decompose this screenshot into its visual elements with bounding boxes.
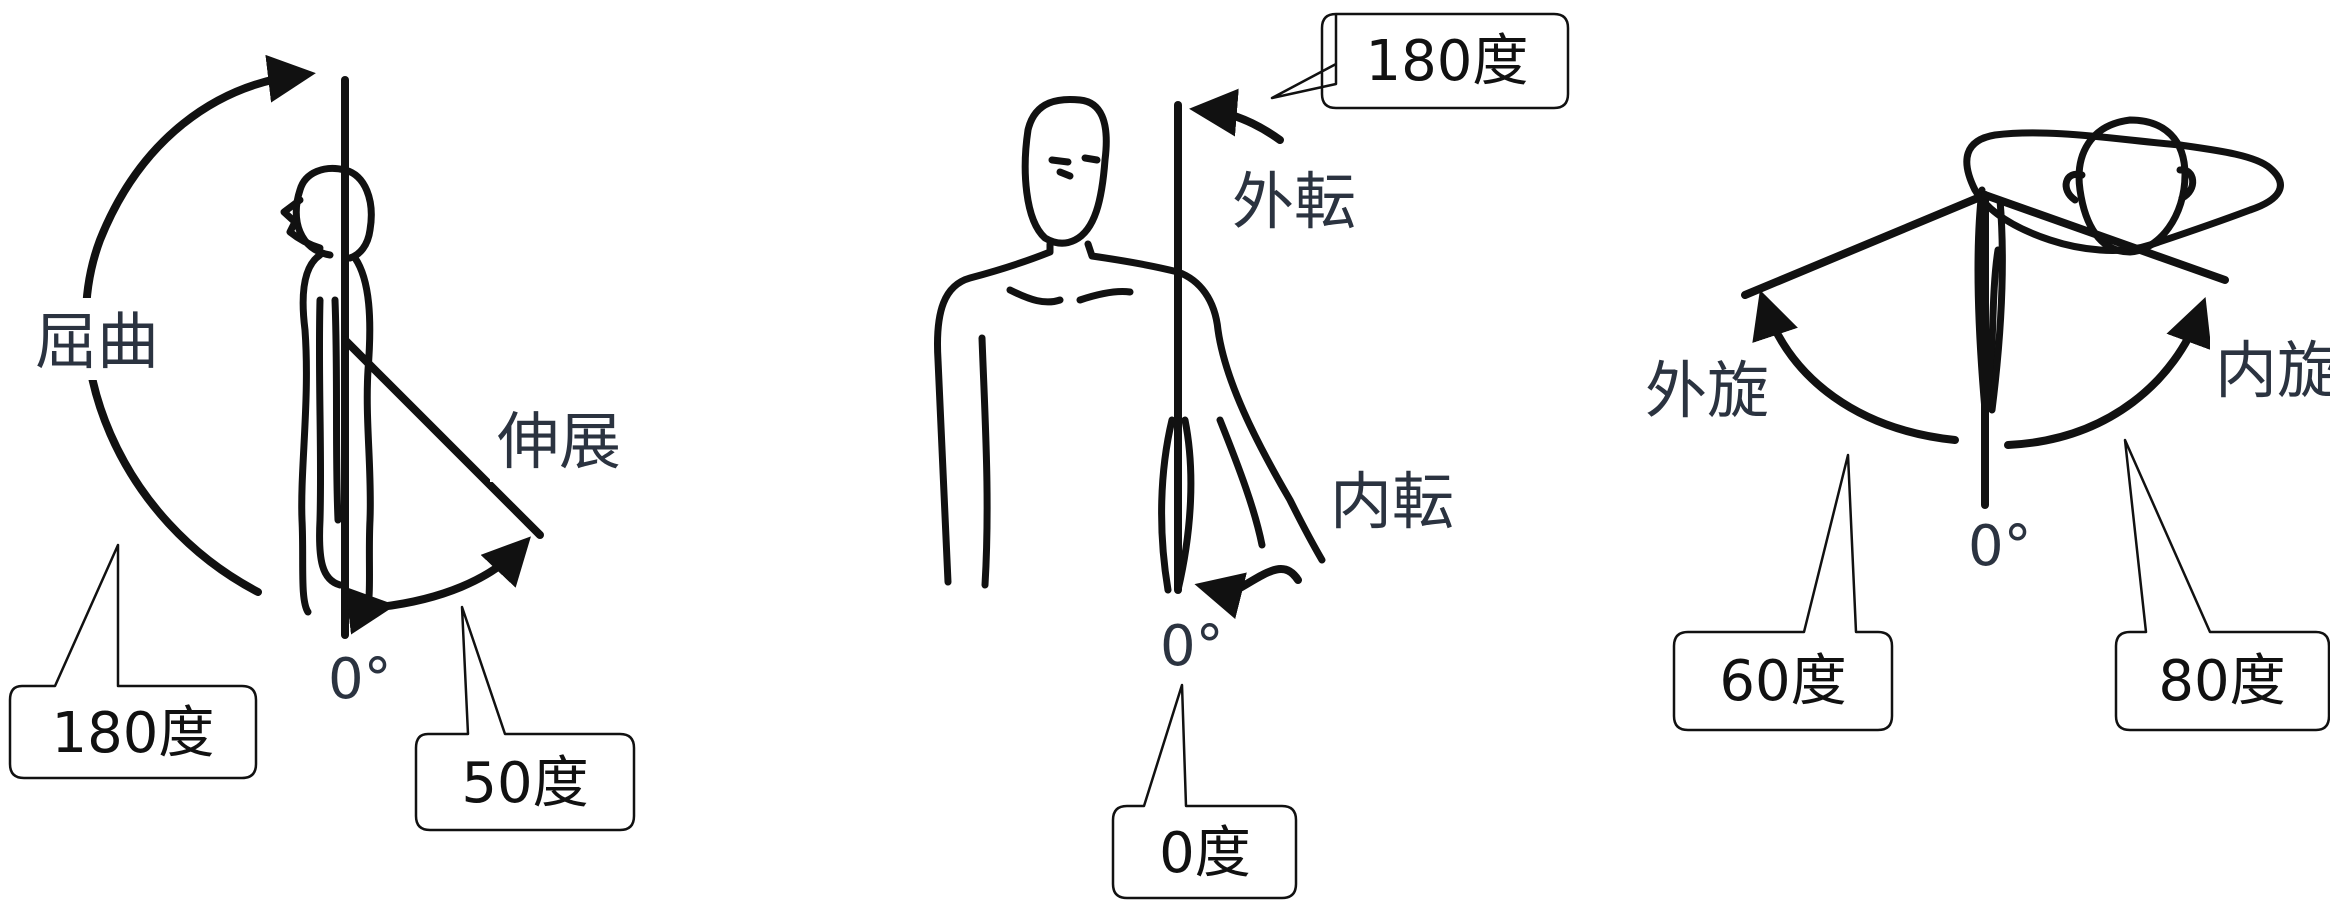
callout-flexion-text: 180度 <box>52 701 215 766</box>
abduction-label: 外転 <box>1232 165 1356 238</box>
adduction-arrow <box>1194 565 1302 620</box>
extension-arm-line <box>341 336 544 539</box>
internal-rotation-label: 内旋 <box>2215 334 2330 407</box>
zero-degree-label-rotation: 0° <box>1968 514 2032 579</box>
abduction-arrow <box>1189 88 1284 144</box>
callout-flexion: 180度 <box>8 543 258 780</box>
callout-abduction-text: 180度 <box>1366 29 1529 94</box>
external-rotation-label: 外旋 <box>1645 354 1769 427</box>
panel-rotation: 外旋 内旋 0° 60度 80度 <box>1638 116 2330 732</box>
callout-abduction: 180度 <box>1270 12 1570 110</box>
zero-degree-label: 0° <box>328 647 392 712</box>
flexion-arc-arrow <box>81 54 316 596</box>
extension-arc-arrow <box>345 536 531 635</box>
internal-rotation-line <box>1981 191 2229 284</box>
external-rotation-arrow <box>1752 289 1959 444</box>
extension-label: 伸展 <box>497 405 621 478</box>
callout-external-rotation-text: 60度 <box>1719 649 1846 714</box>
callout-internal-rotation-text: 80度 <box>2158 649 2285 714</box>
front-view-figure <box>934 96 1326 594</box>
callout-adduction: 0度 <box>1111 683 1298 900</box>
callout-external-rotation: 60度 <box>1672 453 1894 732</box>
zero-degree-label-abduction: 0° <box>1160 614 1224 679</box>
callout-extension-text: 50度 <box>461 751 588 816</box>
panel-flexion-extension: 屈曲 伸展 0° 180度 50度 <box>8 54 636 832</box>
side-view-figure <box>280 164 375 616</box>
adduction-label: 内転 <box>1330 465 1454 538</box>
internal-rotation-arrow <box>2004 296 2212 449</box>
external-rotation-line <box>1741 191 1989 299</box>
callout-adduction-text: 0度 <box>1159 821 1251 886</box>
callout-internal-rotation: 80度 <box>2114 438 2330 732</box>
panel-abduction-adduction: 外転 内転 0° 180度 0度 <box>934 12 1570 900</box>
callout-extension: 50度 <box>414 605 636 832</box>
flexion-label: 屈曲 <box>35 305 159 378</box>
